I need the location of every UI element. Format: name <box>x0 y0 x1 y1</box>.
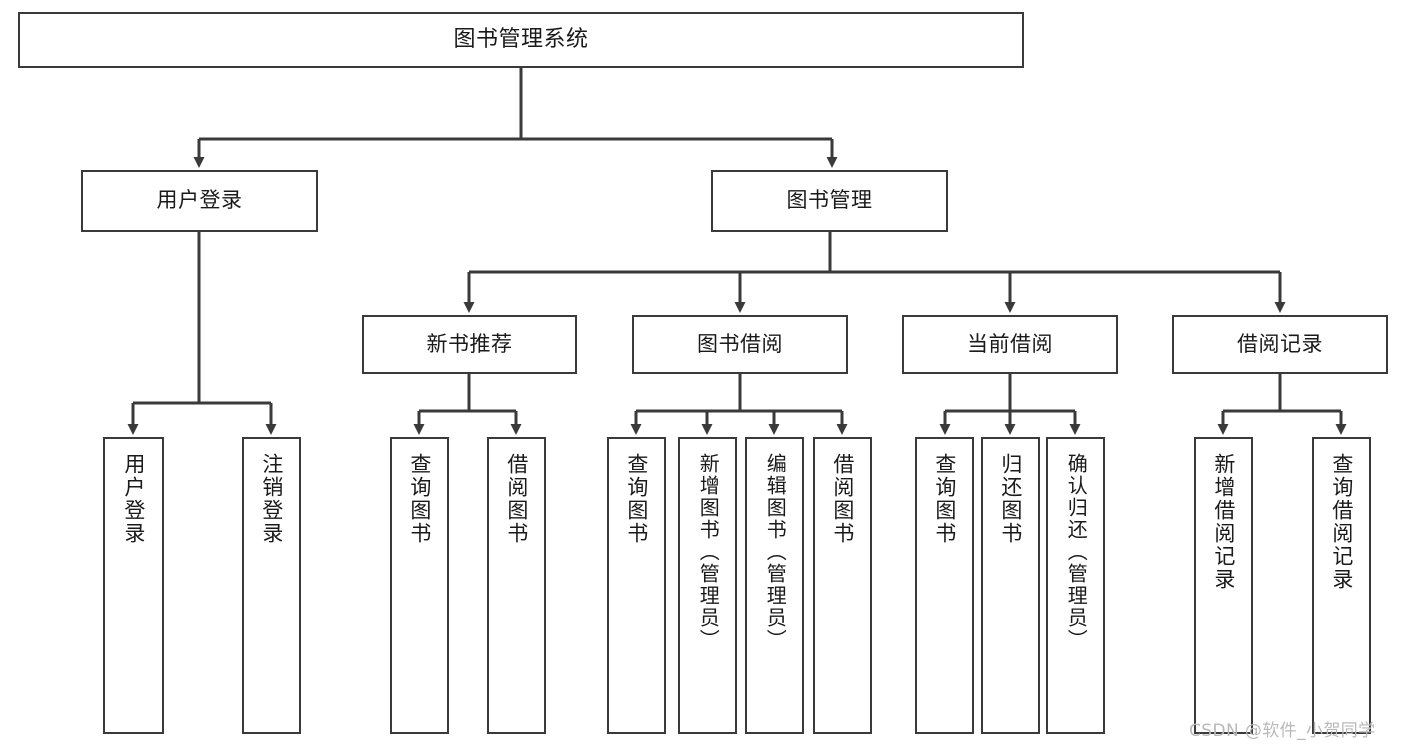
node-leaf-query-book-1[interactable]: 查询图书 <box>390 437 449 734</box>
node-label: 借阅图书 <box>830 453 855 545</box>
node-label: 图书管理 <box>786 188 873 213</box>
node-borrow-record[interactable]: 借阅记录 <box>1172 315 1388 374</box>
node-book-management-system[interactable]: 图书管理系统 <box>18 12 1024 68</box>
node-leaf-borrow-book-1[interactable]: 借阅图书 <box>487 437 546 734</box>
node-user-login[interactable]: 用户登录 <box>81 170 318 232</box>
node-leaf-edit-book[interactable]: 编辑图书（管理员） <box>745 437 804 734</box>
node-label: 编辑图书（管理员） <box>763 453 788 651</box>
node-label: 新增借阅记录 <box>1211 453 1236 591</box>
node-leaf-confirm-return[interactable]: 确认归还（管理员） <box>1046 437 1105 734</box>
node-leaf-add-book[interactable]: 新增图书（管理员） <box>678 437 737 734</box>
node-label: 查询借阅记录 <box>1329 453 1354 591</box>
node-current-borrow[interactable]: 当前借阅 <box>902 315 1118 374</box>
node-leaf-query-record[interactable]: 查询借阅记录 <box>1312 437 1371 734</box>
csdn-watermark: CSDN @软件_小贺同学 <box>1189 721 1376 741</box>
node-label: 借阅记录 <box>1237 331 1323 356</box>
node-label: 查询图书 <box>932 453 957 545</box>
node-label: 用户登录 <box>156 188 243 213</box>
node-label: 当前借阅 <box>967 331 1053 356</box>
node-leaf-borrow-book-2[interactable]: 借阅图书 <box>813 437 872 734</box>
node-leaf-add-record[interactable]: 新增借阅记录 <box>1194 437 1253 734</box>
node-leaf-logout-login[interactable]: 注销登录 <box>242 437 301 734</box>
node-leaf-user-login[interactable]: 用户登录 <box>103 437 164 734</box>
node-label: 图书借阅 <box>697 331 783 356</box>
node-new-book-recommend[interactable]: 新书推荐 <box>362 315 577 374</box>
node-label: 归还图书 <box>998 453 1023 545</box>
node-leaf-query-book-3[interactable]: 查询图书 <box>915 437 974 734</box>
node-book-borrow[interactable]: 图书借阅 <box>632 315 848 374</box>
node-leaf-query-book-2[interactable]: 查询图书 <box>607 437 666 734</box>
node-label: 新增图书（管理员） <box>696 453 721 651</box>
node-label: 新书推荐 <box>426 331 513 356</box>
node-label: 查询图书 <box>624 453 649 545</box>
node-label: 借阅图书 <box>504 453 529 545</box>
node-label: 图书管理系统 <box>453 26 589 52</box>
node-label: 查询图书 <box>407 453 432 545</box>
node-label: 注销登录 <box>259 453 284 545</box>
node-label: 用户登录 <box>121 453 146 545</box>
node-leaf-return-book[interactable]: 归还图书 <box>981 437 1040 734</box>
node-book-management[interactable]: 图书管理 <box>711 170 948 232</box>
node-label: 确认归还（管理员） <box>1064 453 1089 651</box>
